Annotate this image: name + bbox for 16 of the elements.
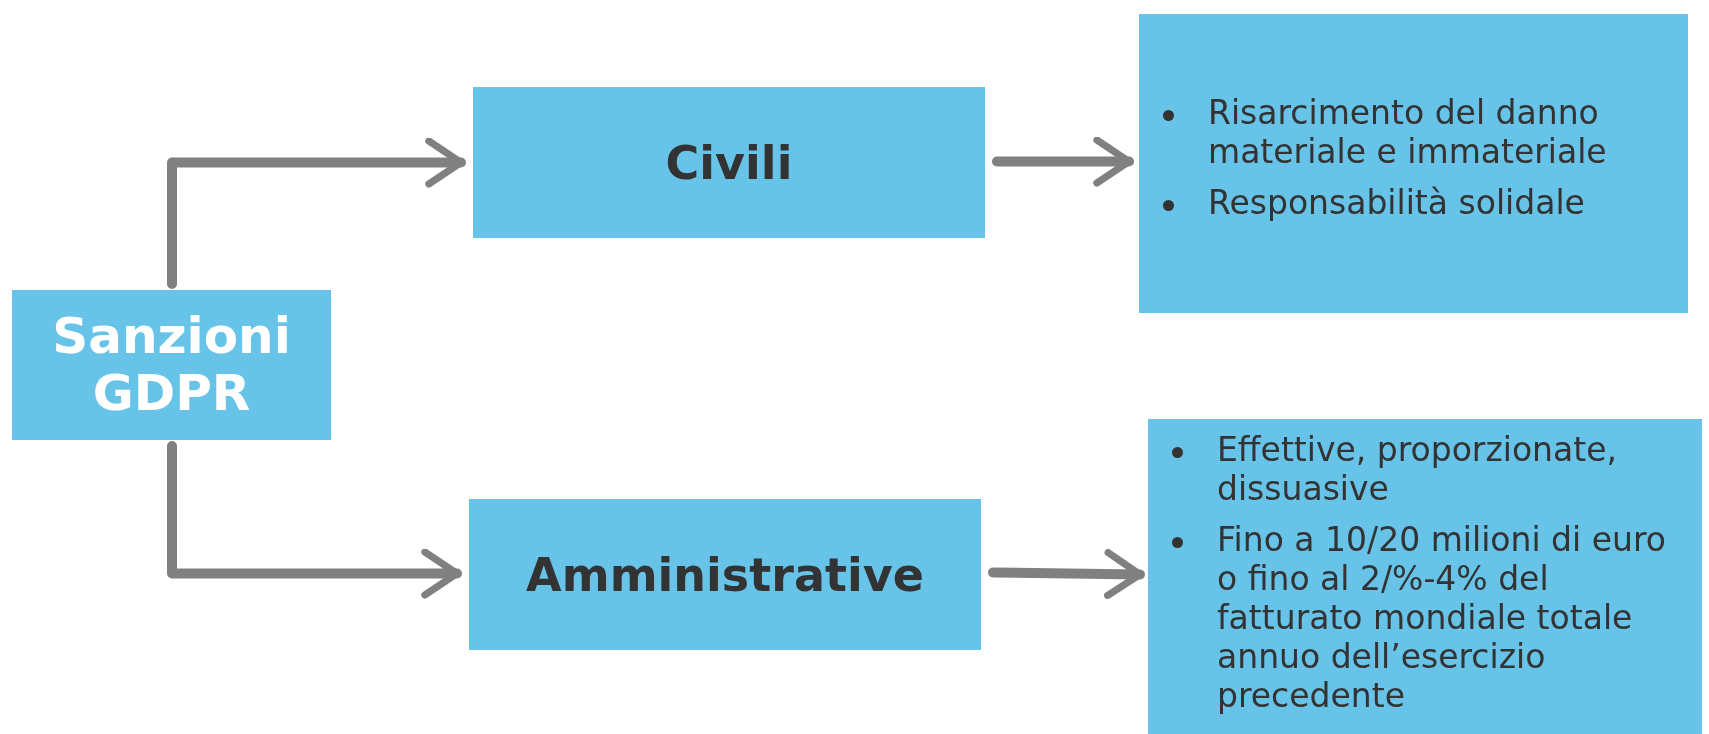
list-item-text: Risarcimento del danno materiale e immateriale xyxy=(1208,94,1608,172)
list-item-text: Effettive, proporzionate, dissuasive xyxy=(1217,431,1618,509)
category-label: Amministrative xyxy=(526,547,924,602)
arrow xyxy=(992,136,1134,187)
category-box xyxy=(469,499,981,650)
category-label: Civili xyxy=(665,135,793,190)
arrow xyxy=(167,137,466,289)
detail-box xyxy=(1139,14,1688,313)
list-item-text: Responsabilità solidale xyxy=(1208,183,1585,223)
list-item-text: Fino a 10/20 milioni di euro o fino al 2/%-4% del fatturato mondiale totale annuo dell’esercizio precedente xyxy=(1217,520,1667,716)
arrow xyxy=(988,549,1145,600)
detail-box xyxy=(1148,419,1702,734)
title-box xyxy=(12,290,331,440)
arrow xyxy=(167,441,462,599)
title-text: Sanzioni GDPR xyxy=(51,307,292,423)
category-box xyxy=(473,87,985,238)
